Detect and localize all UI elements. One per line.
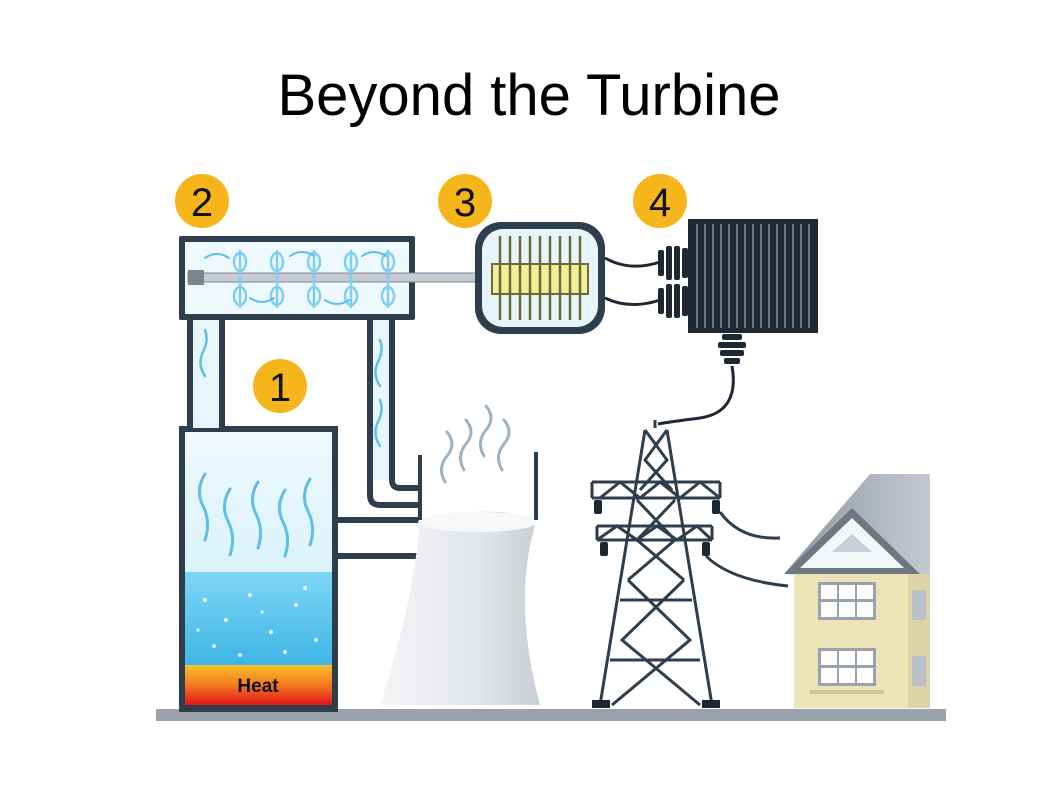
boiler: Heat: [179, 426, 338, 712]
svg-text:4: 4: [649, 181, 671, 225]
svg-text:3: 3: [454, 181, 476, 225]
water-body: [185, 572, 332, 665]
step-badge-3: 3: [438, 174, 492, 228]
transmission-cable: [657, 365, 735, 426]
ground-line: [156, 709, 946, 721]
insulators: [658, 246, 688, 318]
cooling-tower: [380, 404, 540, 705]
turbine: [179, 236, 499, 320]
step-badge-1: 1: [253, 359, 307, 413]
electricity-pylon: [590, 420, 722, 707]
house-cables: [704, 511, 789, 588]
step-badge-2: 2: [175, 174, 229, 228]
svg-text:2: 2: [191, 181, 213, 225]
svg-text:1: 1: [269, 366, 291, 410]
transformer: [688, 219, 818, 364]
slide-title: Beyond the Turbine: [277, 63, 781, 128]
turbine-shaft: [187, 272, 499, 283]
generator: [475, 222, 605, 334]
step-badge-4: 4: [633, 174, 687, 228]
house-windows: [818, 582, 926, 686]
generator-cables: [604, 256, 661, 306]
house: [784, 474, 930, 708]
heat-label: Heat: [237, 676, 279, 697]
heat-burner: [185, 665, 332, 705]
pylon-insulators: [592, 500, 720, 708]
